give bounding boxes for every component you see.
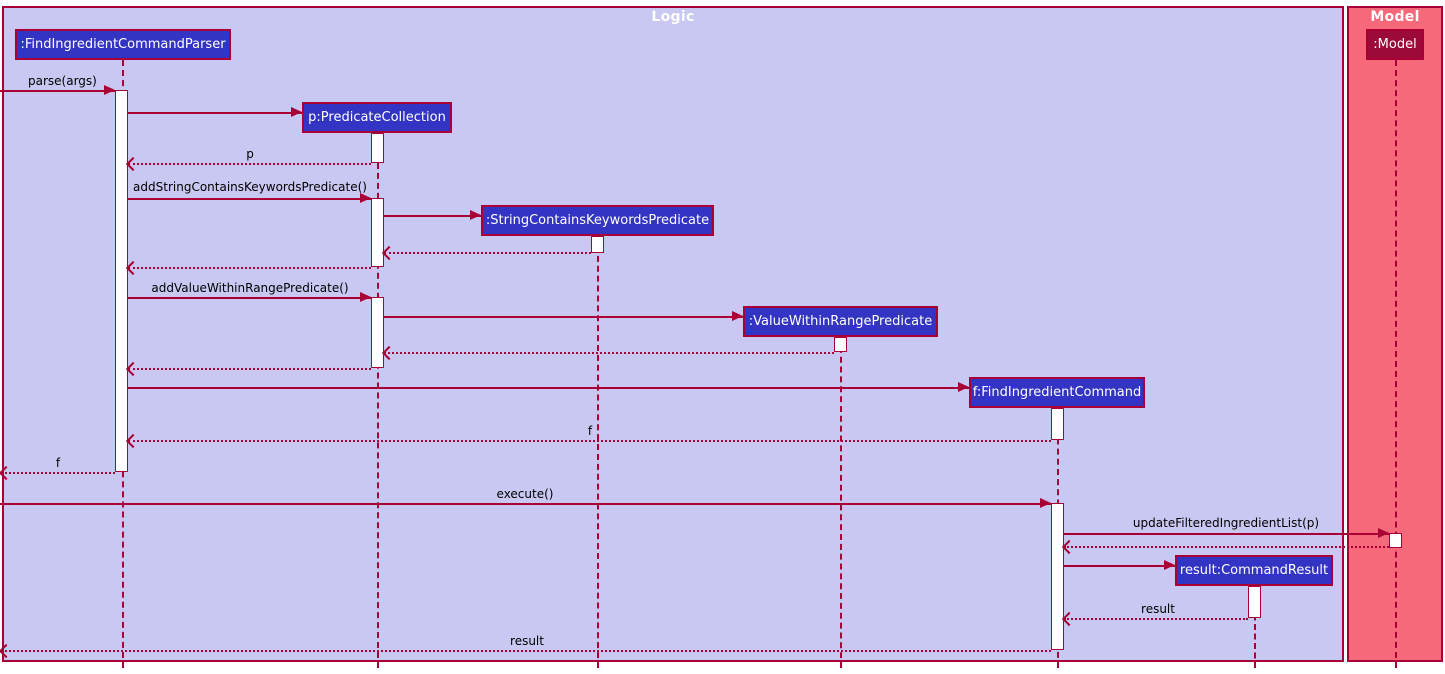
lifeline-model: [1395, 60, 1397, 668]
activation-predicate-collection-create: [371, 133, 384, 163]
participant-predicate-collection: p:PredicateCollection: [302, 102, 452, 133]
message-add-string-line: [128, 198, 371, 200]
message-return-result-outer-line: [0, 650, 1051, 652]
message-create-command-result-line: [1064, 565, 1175, 567]
arrowhead: [360, 292, 371, 302]
arrowhead: [360, 193, 371, 203]
message-parse-label: parse(args): [28, 74, 97, 88]
arrowhead: [958, 382, 969, 392]
participant-find-ingredient-command: f:FindIngredientCommand: [969, 377, 1145, 408]
lifeline-value-predicate: [840, 337, 842, 668]
message-create-string-predicate-line: [384, 215, 481, 217]
message-return-f-inner-line: [128, 440, 1051, 442]
message-return-f-inner-label: f: [587, 424, 593, 438]
activation-string-predicate: [591, 236, 604, 253]
logic-frame: [2, 6, 1344, 662]
participant-model: :Model: [1366, 29, 1424, 60]
message-return-f-outer-label: f: [55, 456, 61, 470]
participant-value-within-range-predicate: :ValueWithinRangePredicate: [743, 306, 938, 337]
logic-frame-title: Logic: [651, 9, 695, 25]
activation-predicate-collection-addvalue: [371, 297, 384, 368]
activation-find-command-execute: [1051, 503, 1064, 650]
message-return-f-outer-line: [0, 472, 115, 474]
activation-command-result: [1248, 586, 1261, 618]
message-parse-line: [0, 90, 115, 92]
participant-string-contains-keywords-predicate: :StringContainsKeywordsPredicate: [481, 205, 714, 236]
lifeline-predicate-collection: [377, 133, 379, 668]
message-add-string-label: addStringContainsKeywordsPredicate(): [133, 180, 367, 194]
message-execute-line: [0, 503, 1051, 505]
message-return-p-label: p: [246, 147, 254, 161]
lifeline-string-predicate: [597, 236, 599, 668]
arrowhead: [1164, 560, 1175, 570]
arrowhead: [732, 311, 743, 321]
arrowhead: [104, 85, 115, 95]
message-return-result-inner-label: result: [1141, 602, 1175, 616]
message-add-value-line: [128, 297, 371, 299]
activation-model: [1389, 533, 1402, 548]
participant-command-result: result:CommandResult: [1175, 555, 1333, 586]
arrowhead: [1040, 498, 1051, 508]
message-create-value-predicate-line: [384, 316, 743, 318]
message-update-filtered-label: updateFilteredIngredientList(p): [1132, 516, 1320, 530]
message-create-find-command-line: [128, 387, 969, 389]
arrowhead: [1378, 528, 1389, 538]
lifeline-command-result: [1254, 586, 1256, 668]
message-update-filtered-line: [1064, 533, 1389, 535]
activation-find-command-create: [1051, 408, 1064, 440]
message-return-p-line: [128, 163, 371, 165]
message-return-value-line: [384, 352, 834, 354]
message-return-result-inner-line: [1064, 618, 1248, 620]
activation-predicate-collection-addstring: [371, 198, 384, 267]
message-return-string-line: [384, 252, 591, 254]
message-return-addstring-line: [128, 267, 371, 269]
message-execute-label: execute(): [496, 487, 554, 501]
model-frame-title: Model: [1370, 9, 1420, 25]
message-return-addvalue-line: [128, 368, 371, 370]
activation-value-predicate: [834, 337, 847, 352]
message-add-value-label: addValueWithinRangePredicate(): [151, 281, 349, 295]
activation-parser: [115, 90, 128, 472]
participant-find-ingredient-command-parser: :FindIngredientCommandParser: [15, 29, 231, 60]
message-return-model-line: [1064, 546, 1389, 548]
arrowhead: [470, 210, 481, 220]
message-return-result-outer-label: result: [510, 634, 544, 648]
message-create-predicate-collection-line: [128, 112, 302, 114]
arrowhead: [291, 107, 302, 117]
